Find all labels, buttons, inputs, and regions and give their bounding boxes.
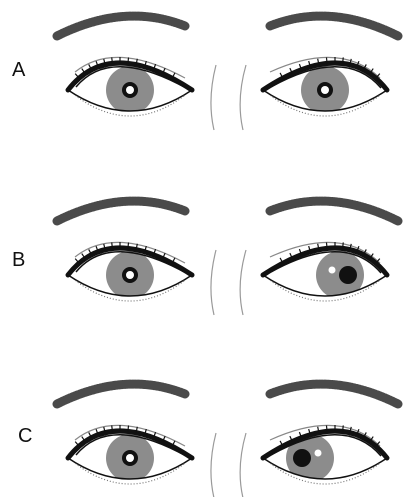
pupil-highlight bbox=[126, 86, 134, 94]
eyebrow-core bbox=[270, 201, 398, 221]
eyelash bbox=[326, 57, 327, 63]
eyebrow-core bbox=[57, 201, 185, 221]
nose-line-left bbox=[211, 433, 216, 497]
left-eye bbox=[68, 425, 192, 484]
eyelash bbox=[326, 242, 327, 248]
right-eye bbox=[263, 57, 387, 116]
pupil-highlight bbox=[321, 86, 329, 94]
pupil-highlight bbox=[126, 271, 134, 279]
eyelash bbox=[112, 425, 113, 431]
eye-row-b: B bbox=[12, 201, 398, 315]
light-reflex bbox=[315, 450, 322, 457]
right-eye bbox=[263, 242, 387, 301]
left-eye bbox=[68, 242, 192, 301]
iris-group bbox=[106, 434, 154, 482]
eyelash bbox=[128, 425, 129, 431]
eye-row-c: C bbox=[18, 384, 398, 497]
nose-line-left bbox=[211, 250, 216, 315]
eyelash bbox=[112, 242, 113, 248]
pupil bbox=[339, 266, 357, 284]
eyelash bbox=[326, 425, 327, 431]
rows-layer: A B C bbox=[12, 16, 398, 497]
iris-group bbox=[301, 66, 349, 114]
iris-group bbox=[106, 251, 154, 299]
nose-line-left bbox=[211, 65, 216, 130]
iris-group bbox=[316, 251, 364, 299]
eye-row-a: A bbox=[12, 16, 398, 130]
eyelash bbox=[128, 242, 129, 248]
right-eye bbox=[263, 425, 387, 484]
light-reflex bbox=[329, 267, 336, 274]
row-label: A bbox=[12, 59, 26, 81]
nose-line-right bbox=[240, 433, 246, 497]
nose-line-right bbox=[240, 250, 246, 315]
row-label: C bbox=[18, 425, 32, 447]
eyelash bbox=[128, 57, 129, 63]
eyelash bbox=[343, 242, 344, 248]
eyelash bbox=[343, 57, 344, 63]
eyebrow-core bbox=[270, 16, 398, 36]
iris-group bbox=[106, 66, 154, 114]
eyelash bbox=[112, 57, 113, 63]
nose-line-right bbox=[240, 65, 246, 130]
pupil-highlight bbox=[126, 454, 134, 462]
row-label: B bbox=[12, 249, 25, 271]
eyebrow-core bbox=[57, 16, 185, 36]
eyelash bbox=[343, 425, 344, 431]
pupil bbox=[293, 449, 311, 467]
eyebrow-core bbox=[270, 384, 398, 404]
eyebrow-core bbox=[57, 384, 185, 404]
left-eye bbox=[68, 57, 192, 116]
